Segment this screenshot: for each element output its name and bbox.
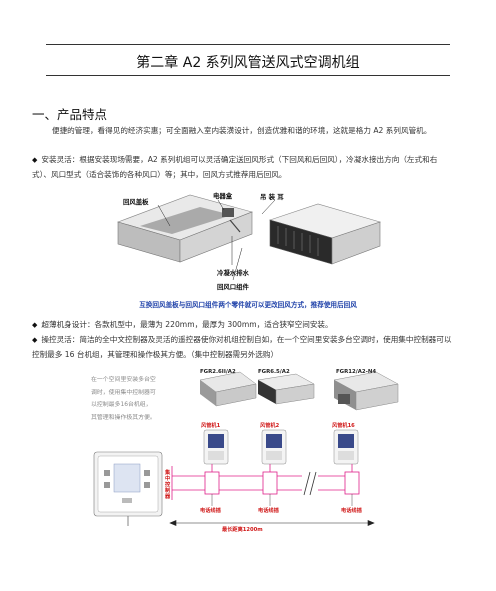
install-paragraph: 安装灵活：根据安装现场需要，A2 系列机组可以灵活确定送回风形式（下回风和后回风… [32,153,452,182]
label-return-assembly: 回风口组件 [217,283,249,291]
label-return-panel: 回风盖板 [123,198,149,206]
model-unit-2-image [257,373,315,405]
label-electric-box: 电器盒 [213,192,233,200]
max-distance-label: 最长距离1200m [222,527,263,533]
panel-label-16: 风管机16 [332,423,355,429]
figure1-caption: 互换回风盖板与回风口组件两个零件就可以更改回风方式，推荐使用后回风 [139,301,357,309]
panel-label-2: 风管机2 [260,423,280,429]
intro-paragraph: 便捷的管理，看得见的经济实惠；可全面融入室内装潢设计，创造优雅和谐的环境，这就是… [52,126,432,135]
model-unit-1-image [199,371,257,407]
model-label-1: FGR2.6II/A2 [200,369,236,375]
panel-label-1: 风管机1 [201,423,221,429]
line-label-2: 电话线插 [258,508,279,514]
wired-controller-2 [261,429,287,465]
label-hanger: 吊 装 耳 [260,193,284,201]
section-heading: 一、产品特点 [32,107,108,122]
duct-unit-left-image [117,194,253,263]
line-label-1: 电话线插 [200,508,221,514]
wired-controller-1 [203,429,229,465]
connection-lines [171,464,360,500]
label-drain: 冷凝水排水 [217,269,249,277]
chapter-title: 第二章 A2 系列风管送风式空调机组 [136,55,360,71]
model-label-2: FGR6.5/A2 [258,369,290,375]
model-label-3: FGR12/A2-N4 [336,369,377,375]
distance-arrow [169,520,375,526]
slim-paragraph: 超薄机身设计：各款机型中，最薄为 220mm，最厚为 300mm，适合狭窄空间安… [32,318,452,333]
top-rule [46,44,450,45]
central-controller-label: 集中控制器 [165,470,171,500]
central-controller-image [93,451,163,526]
wired-controller-16 [333,429,359,465]
line-label-16: 电话线插 [341,508,362,514]
break-mark [303,471,317,496]
model-unit-3-image [333,371,399,411]
title-rule [46,75,450,76]
duct-unit-right-image [268,203,382,265]
control-paragraph: 操控灵活：简洁的全中文控制器及灵活的遥控器使你对机组控制自如，在一个空间里安装多… [32,333,452,362]
figure2-side-note: 在一个空间里安装多台空调时，使用集中控制器可以控制最多16台机组，其管理和操作极… [91,377,156,421]
